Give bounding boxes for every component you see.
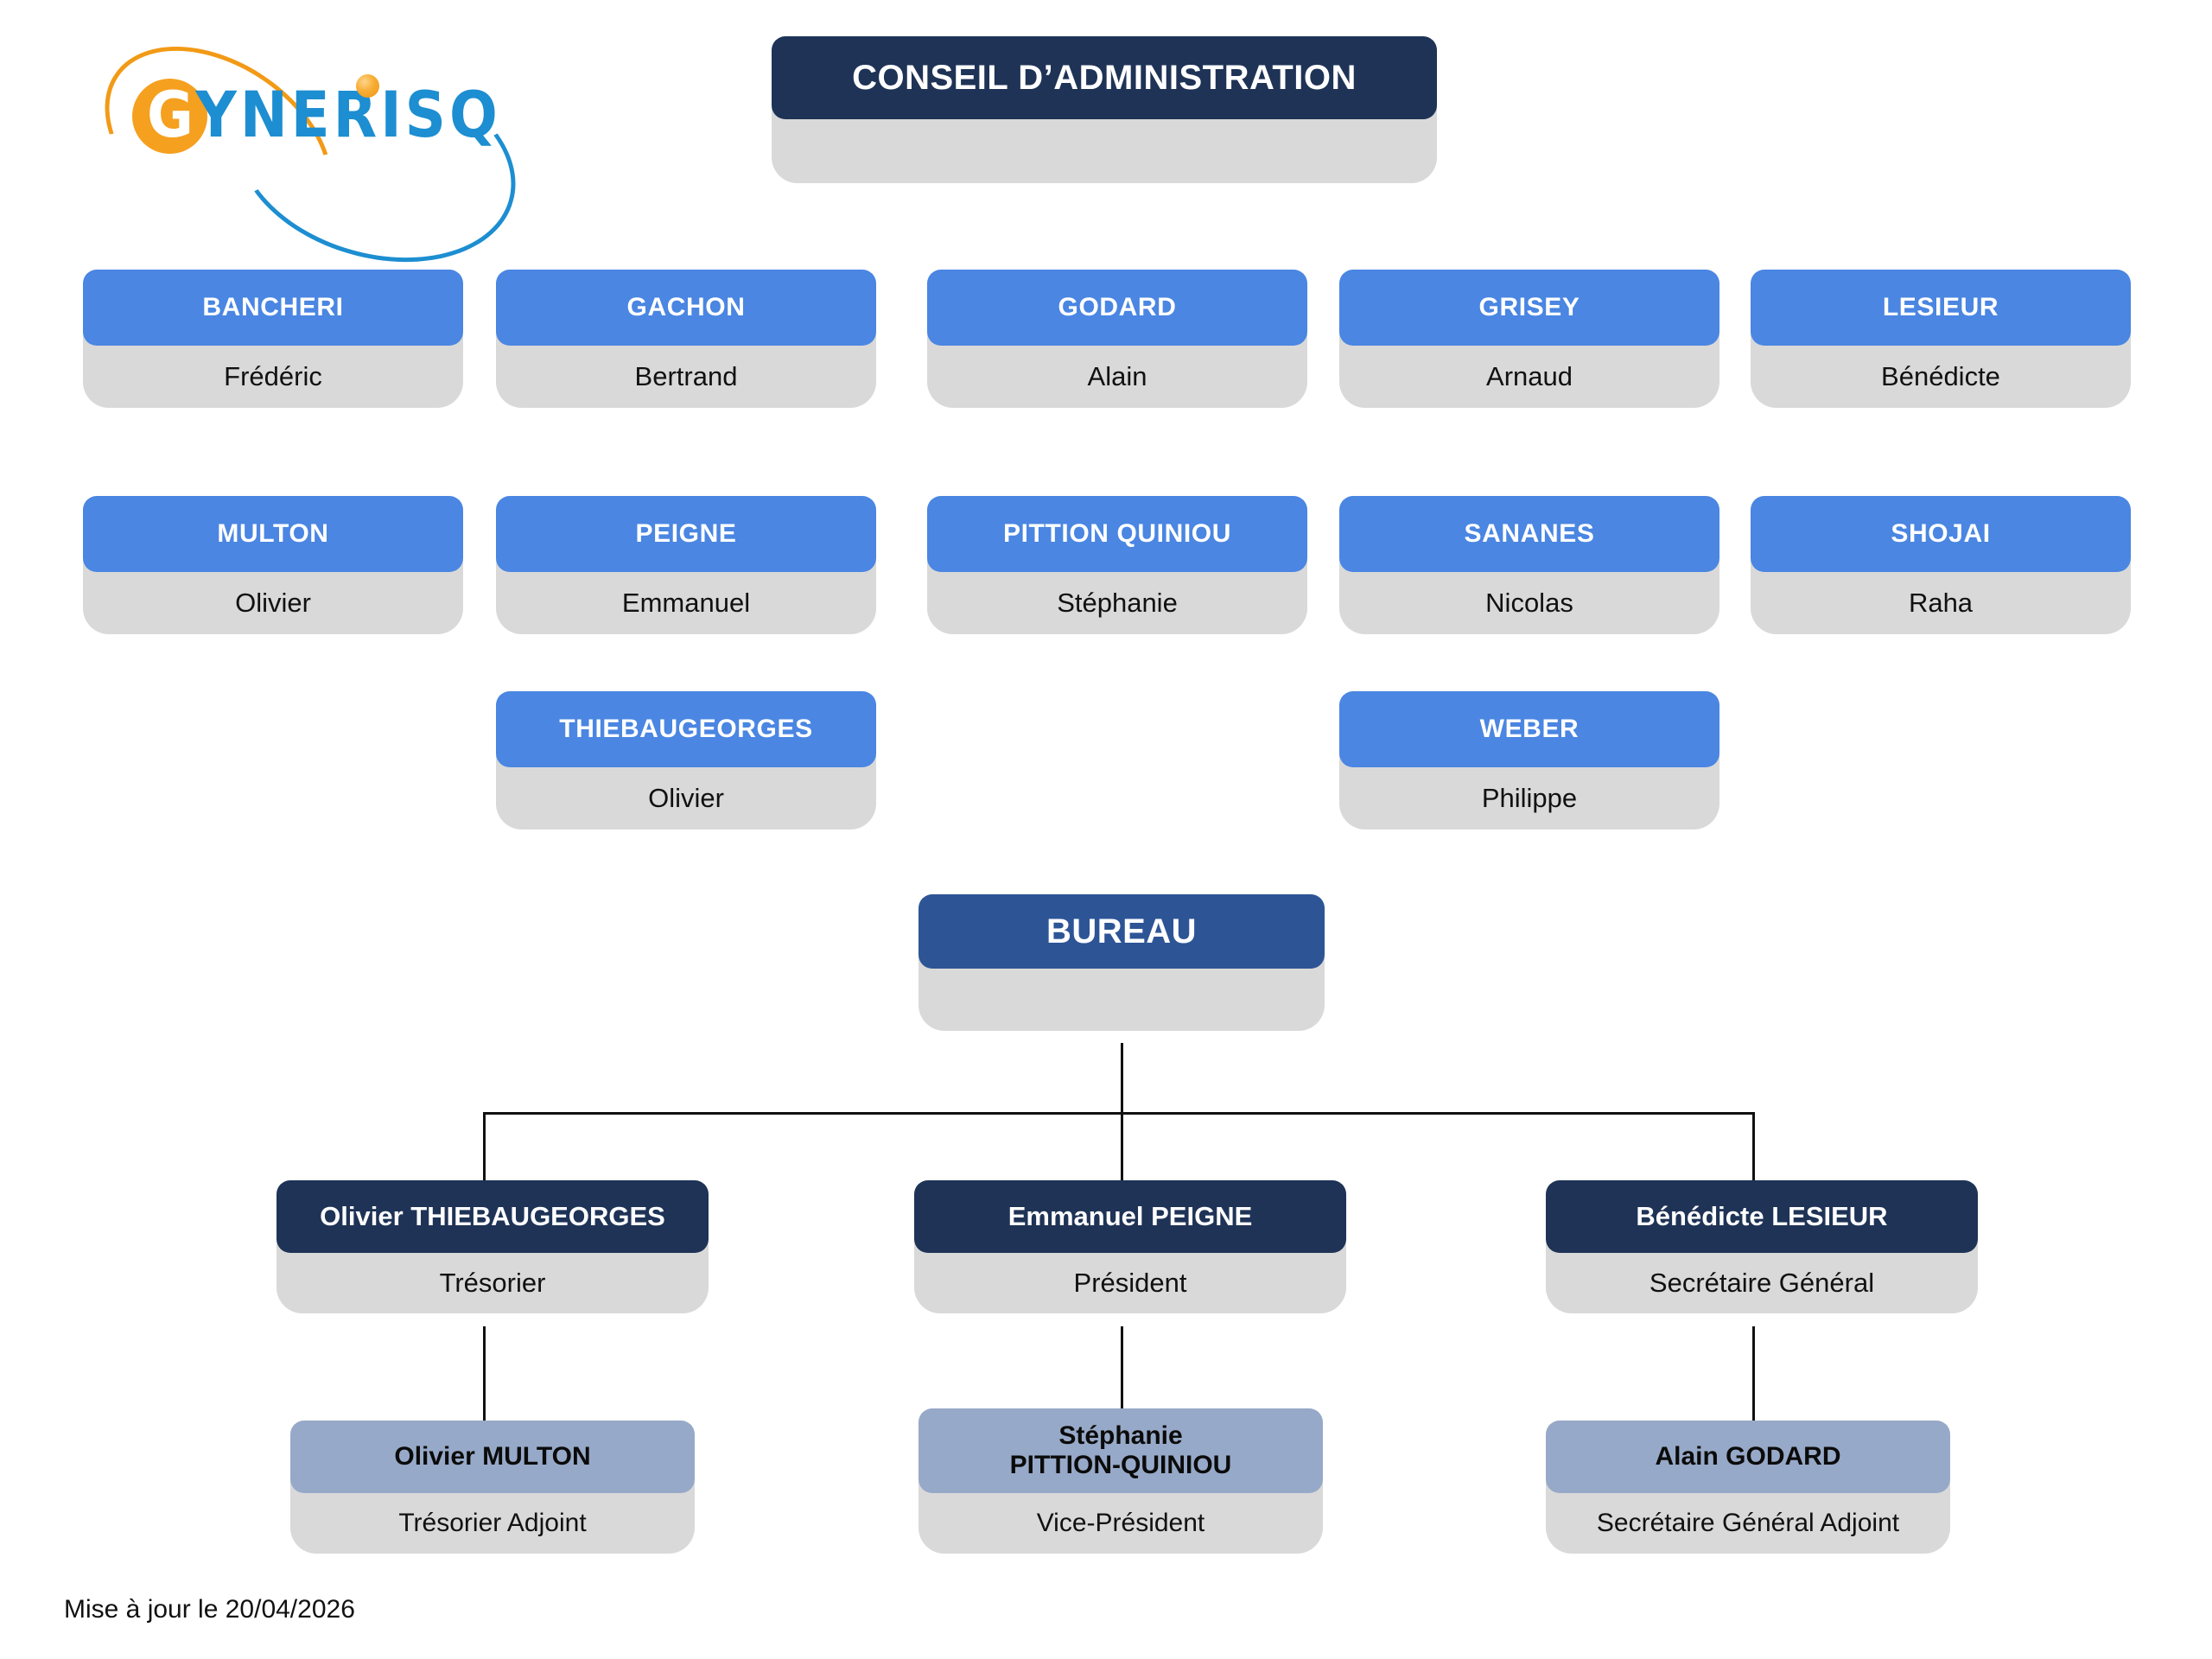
connector-president-to-vice bbox=[1121, 1326, 1123, 1423]
board-member-family-name: WEBER bbox=[1339, 691, 1719, 767]
officer-name: Bénédicte LESIEUR bbox=[1546, 1180, 1978, 1253]
connector-drop-president bbox=[1121, 1112, 1123, 1181]
connector-officers-bar bbox=[483, 1112, 1755, 1115]
board-member-card[interactable]: WEBER Philippe bbox=[1339, 691, 1719, 830]
board-member-card[interactable]: SANANES Nicolas bbox=[1339, 496, 1719, 634]
deputy-given-name: Olivier bbox=[394, 1442, 475, 1471]
deputy-name: Alain GODARD bbox=[1546, 1421, 1950, 1493]
officer-name: Olivier THIEBAUGEORGES bbox=[276, 1180, 709, 1253]
officer-role: Président bbox=[914, 1241, 1346, 1313]
board-member-given-name: Alain bbox=[927, 334, 1307, 408]
deputy-name: Olivier MULTON bbox=[290, 1421, 695, 1493]
board-member-card[interactable]: SHOJAI Raha bbox=[1751, 496, 2131, 634]
board-member-family-name: PEIGNE bbox=[496, 496, 876, 572]
board-member-given-name: Philippe bbox=[1339, 755, 1719, 830]
board-member-family-name: BANCHERI bbox=[83, 270, 463, 346]
board-member-family-name: SANANES bbox=[1339, 496, 1719, 572]
officer-card-treasurer[interactable]: Olivier THIEBAUGEORGES Trésorier bbox=[276, 1180, 709, 1313]
officer-family-name: PEIGNE bbox=[1151, 1201, 1253, 1231]
connector-drop-secretary bbox=[1752, 1112, 1755, 1181]
board-member-given-name: Stéphanie bbox=[927, 560, 1307, 634]
deputy-card-treasurer[interactable]: Olivier MULTON Trésorier Adjoint bbox=[290, 1421, 695, 1554]
board-member-family-name: LESIEUR bbox=[1751, 270, 2131, 346]
board-member-given-name: Olivier bbox=[496, 755, 876, 830]
board-member-card[interactable]: GRISEY Arnaud bbox=[1339, 270, 1719, 408]
board-member-family-name: GODARD bbox=[927, 270, 1307, 346]
connector-treasurer-to-deputy bbox=[483, 1326, 486, 1423]
officer-card-secretary[interactable]: Bénédicte LESIEUR Secrétaire Général bbox=[1546, 1180, 1978, 1313]
deputy-given-name: Alain bbox=[1655, 1442, 1719, 1471]
board-member-given-name: Raha bbox=[1751, 560, 2131, 634]
logo-rest: YNERISQ bbox=[195, 79, 501, 152]
logo-orange-circle-icon bbox=[132, 79, 207, 154]
officer-given-name: Bénédicte bbox=[1636, 1201, 1764, 1231]
board-member-family-name: MULTON bbox=[83, 496, 463, 572]
logo-initial: G bbox=[147, 79, 196, 152]
officer-name: Emmanuel PEIGNE bbox=[914, 1180, 1346, 1253]
board-member-card[interactable]: PITTION QUINIOU Stéphanie bbox=[927, 496, 1307, 634]
bureau-title-card: BUREAU bbox=[918, 894, 1325, 1031]
officer-role: Trésorier bbox=[276, 1241, 709, 1313]
logo-i-dot-icon bbox=[356, 74, 379, 98]
deputy-role: Vice-Président bbox=[918, 1481, 1323, 1554]
officer-card-president[interactable]: Emmanuel PEIGNE Président bbox=[914, 1180, 1346, 1313]
logo-wordmark: GYNERISQ bbox=[147, 81, 501, 150]
board-member-family-name: GRISEY bbox=[1339, 270, 1719, 346]
officer-family-name: THIEBAUGEORGES bbox=[410, 1201, 665, 1231]
gynerisq-logo: GYNERISQ bbox=[68, 6, 539, 294]
board-member-card[interactable]: THIEBAUGEORGES Olivier bbox=[496, 691, 876, 830]
board-member-given-name: Bertrand bbox=[496, 334, 876, 408]
officer-role: Secrétaire Général bbox=[1546, 1241, 1978, 1313]
bureau-title-card-body bbox=[918, 957, 1325, 1031]
deputy-family-name: GODARD bbox=[1726, 1442, 1841, 1471]
board-member-family-name: THIEBAUGEORGES bbox=[496, 691, 876, 767]
board-member-card[interactable]: GACHON Bertrand bbox=[496, 270, 876, 408]
board-member-card[interactable]: PEIGNE Emmanuel bbox=[496, 496, 876, 634]
deputy-role: Trésorier Adjoint bbox=[290, 1481, 695, 1554]
board-member-card[interactable]: LESIEUR Bénédicte bbox=[1751, 270, 2131, 408]
board-member-family-name: GACHON bbox=[496, 270, 876, 346]
officer-given-name: Emmanuel bbox=[1007, 1201, 1144, 1231]
deputy-card-secretary[interactable]: Alain GODARD Secrétaire Général Adjoint bbox=[1546, 1421, 1950, 1554]
deputy-given-name: Stéphanie bbox=[1058, 1421, 1183, 1451]
last-updated-label: Mise à jour le 20/04/2026 bbox=[64, 1595, 355, 1624]
board-member-given-name: Arnaud bbox=[1339, 334, 1719, 408]
board-title: CONSEIL D’ADMINISTRATION bbox=[772, 36, 1437, 119]
board-member-card[interactable]: GODARD Alain bbox=[927, 270, 1307, 408]
connector-secretary-to-deputy bbox=[1752, 1326, 1755, 1423]
deputy-family-name: MULTON bbox=[482, 1442, 591, 1471]
board-member-family-name: SHOJAI bbox=[1751, 496, 2131, 572]
deputy-family-name: PITTION-QUINIOU bbox=[1009, 1451, 1232, 1479]
connector-bureau-stem bbox=[1121, 1043, 1123, 1114]
board-title-card: CONSEIL D’ADMINISTRATION bbox=[772, 36, 1437, 183]
connector-drop-treasurer bbox=[483, 1112, 486, 1181]
bureau-title: BUREAU bbox=[918, 894, 1325, 969]
board-member-given-name: Frédéric bbox=[83, 334, 463, 408]
board-member-given-name: Nicolas bbox=[1339, 560, 1719, 634]
board-member-given-name: Olivier bbox=[83, 560, 463, 634]
deputy-role: Secrétaire Général Adjoint bbox=[1546, 1481, 1950, 1554]
logo-blue-arc-icon bbox=[213, 31, 539, 294]
board-member-card[interactable]: BANCHERI Frédéric bbox=[83, 270, 463, 408]
board-member-given-name: Bénédicte bbox=[1751, 334, 2131, 408]
officer-given-name: Olivier bbox=[320, 1201, 404, 1231]
officer-family-name: LESIEUR bbox=[1771, 1201, 1888, 1231]
board-member-family-name: PITTION QUINIOU bbox=[927, 496, 1307, 572]
board-title-card-body bbox=[772, 107, 1437, 183]
board-member-given-name: Emmanuel bbox=[496, 560, 876, 634]
board-member-card[interactable]: MULTON Olivier bbox=[83, 496, 463, 634]
